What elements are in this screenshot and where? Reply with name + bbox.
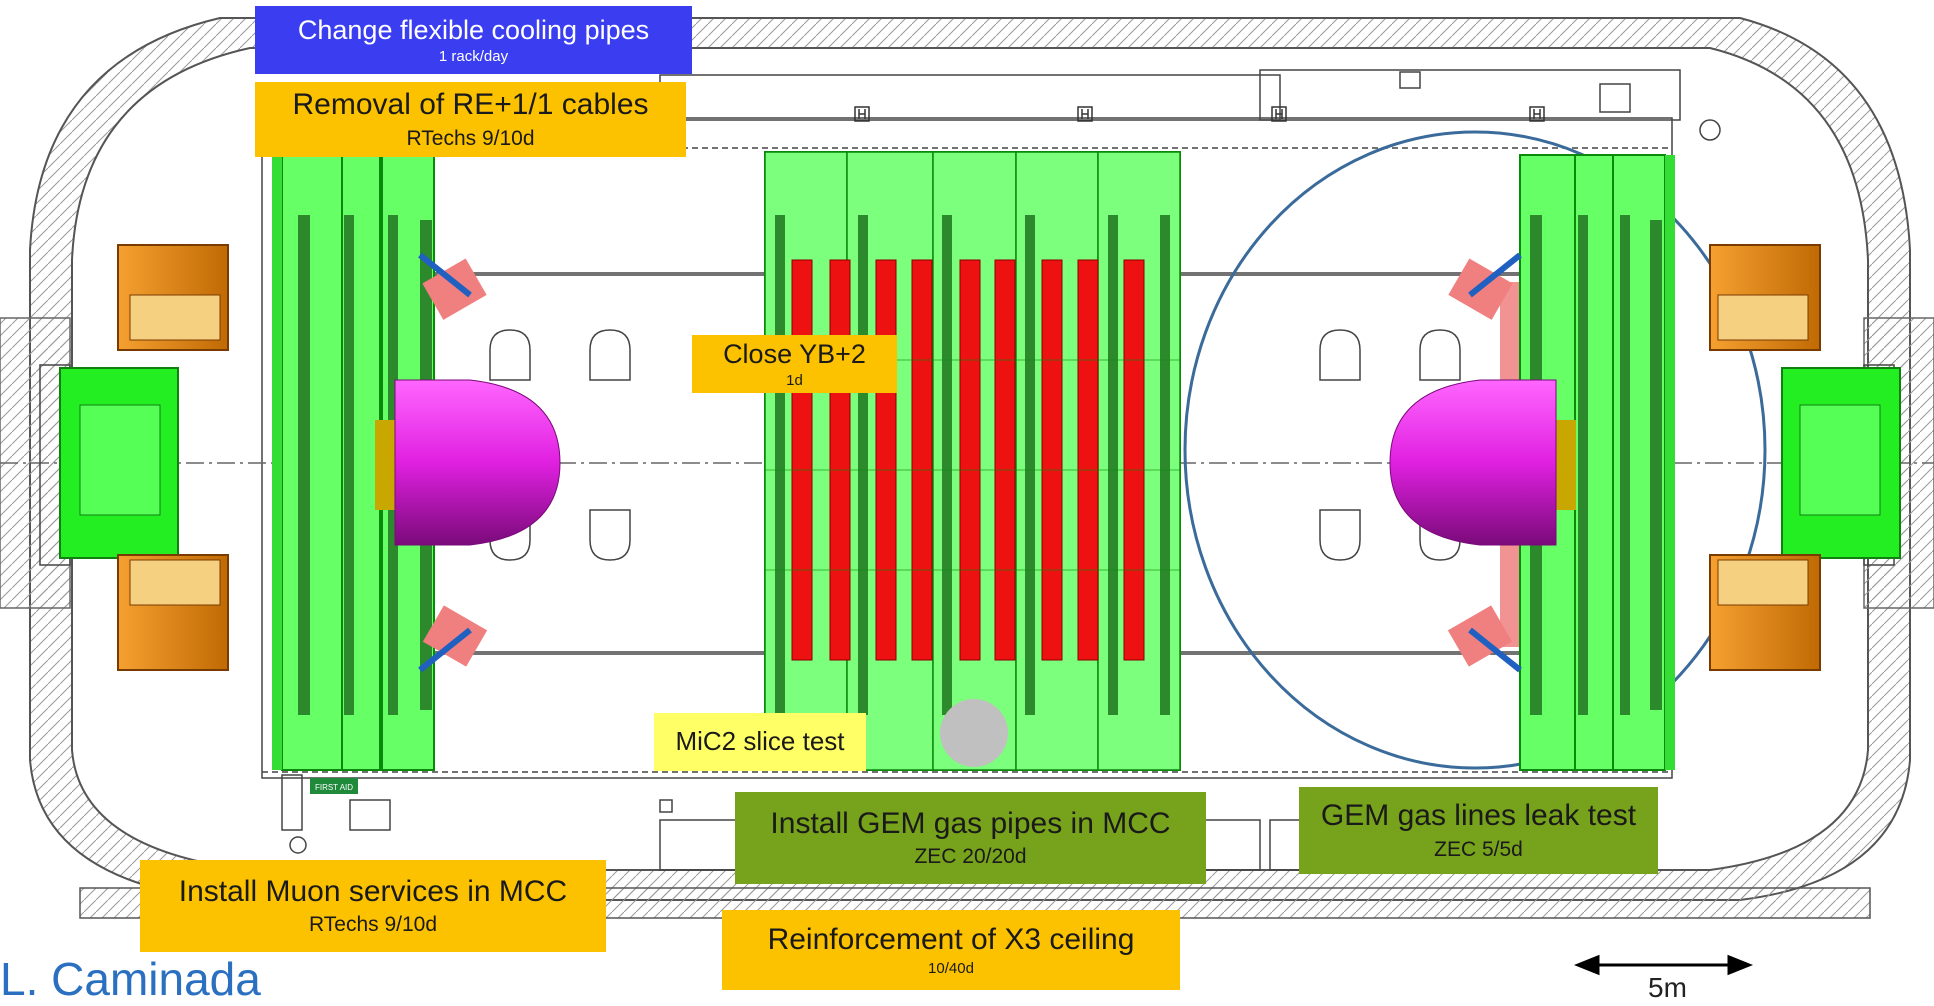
task-sub: RTechs 9/10d: [308, 913, 438, 937]
right-forward-region: [1709, 244, 1901, 671]
task-sub: RTechs 9/10d: [406, 126, 535, 150]
task-re11-cables: Removal of RE+1/1 cables RTechs 9/10d: [255, 82, 686, 157]
task-sub: ZEC 5/5d: [1434, 837, 1523, 861]
task-title: Close YB+2: [723, 338, 866, 369]
task-title: Install Muon services in MCC: [178, 874, 568, 908]
task-sub: 1d: [786, 371, 803, 389]
task-gem-gas-pipes: Install GEM gas pipes in MCC ZEC 20/20d: [735, 792, 1206, 884]
clearance-circle: [1183, 130, 1767, 770]
left-endcap: [272, 154, 561, 771]
task-x3-ceiling: Reinforcement of X3 ceiling 10/40d: [722, 910, 1180, 990]
svg-text:FIRST AID: FIRST AID: [315, 783, 353, 792]
task-title: Reinforcement of X3 ceiling: [767, 923, 1135, 957]
mic2-slice-marker: [940, 699, 1008, 767]
left-forward-region: [59, 244, 229, 671]
task-muon-services: Install Muon services in MCC RTechs 9/10…: [140, 860, 606, 952]
task-cooling-pipes: Change flexible cooling pipes 1 rack/day: [255, 6, 692, 74]
task-close-yb2: Close YB+2 1d: [692, 335, 897, 393]
task-sub: 10/40d: [928, 959, 974, 977]
presenter-name: L. Caminada: [0, 953, 261, 1005]
task-sub: 1 rack/day: [438, 47, 509, 65]
barrel-wheels: [764, 151, 1181, 771]
task-title: Change flexible cooling pipes: [297, 14, 650, 45]
task-title: Removal of RE+1/1 cables: [292, 88, 649, 122]
h-markers: [854, 106, 1545, 122]
task-title: GEM gas lines leak test: [1320, 799, 1637, 833]
right-endcap: [1389, 154, 1675, 771]
scale-arrow: [1573, 954, 1754, 976]
task-sub: ZEC 20/20d: [914, 845, 1027, 869]
first-aid-sign: FIRST AID: [310, 778, 358, 794]
task-mic2-slice-test: MiC2 slice test: [654, 713, 866, 771]
task-title: MiC2 slice test: [675, 726, 845, 757]
task-gem-leak-test: GEM gas lines leak test ZEC 5/5d: [1299, 787, 1658, 874]
scale-label: 5m: [1648, 972, 1687, 1003]
task-title: Install GEM gas pipes in MCC: [770, 806, 1171, 840]
